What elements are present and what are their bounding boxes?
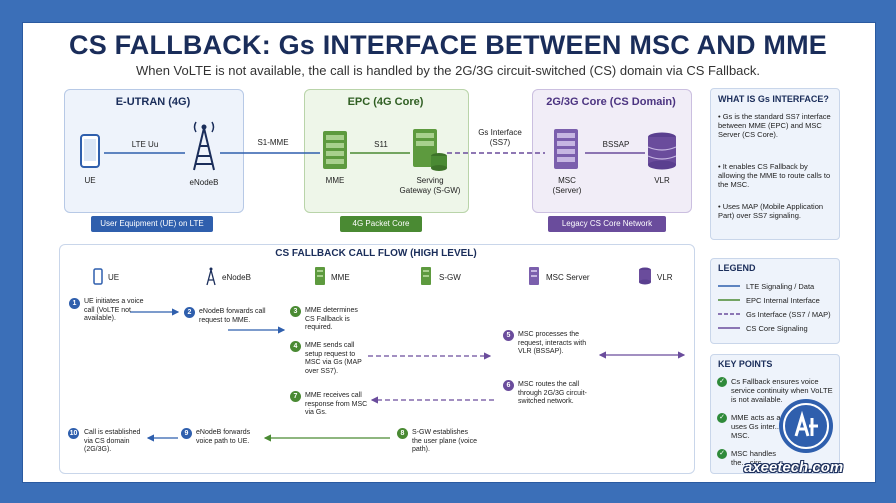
flow-msc-icon xyxy=(528,266,540,291)
step-10-badge: 10 xyxy=(68,428,79,439)
bssap-label: BSSAP xyxy=(602,140,630,149)
what-is-item-2: • It enables CS Fallback by allowing the… xyxy=(718,162,831,189)
cs-tag: Legacy CS Core Network xyxy=(548,216,666,232)
step-1-badge: 1 xyxy=(69,298,80,309)
step-6-text: MSC routes the call through 2G/3G circui… xyxy=(518,381,587,405)
key-point-1: Cs Fallback ensures voice service contin… xyxy=(731,377,833,404)
flow-col-sgw: S-GW xyxy=(439,273,461,282)
legend-item-4: CS Core Signaling xyxy=(746,324,808,333)
ue-label: UE xyxy=(84,176,96,185)
enodeb-label: eNodeB xyxy=(189,178,219,187)
gs-interface-label-2: (SS7) xyxy=(489,138,511,147)
eutran-tag: User Equipment (UE) on LTE xyxy=(91,216,213,232)
key-points-title: KEY POINTS xyxy=(718,359,773,369)
page-subtitle: When VoLTE is not available, the call is… xyxy=(135,63,761,78)
msc-label-1: MSC xyxy=(558,176,576,185)
step-7-badge: 7 xyxy=(290,391,301,402)
flow-col-ue: UE xyxy=(108,273,120,282)
vlr-database-icon xyxy=(646,132,678,175)
what-is-item-3: • Uses MAP (Mobile Application Part) ove… xyxy=(718,202,824,220)
eutran-title: E-UTRAN (4G) xyxy=(115,96,191,108)
key-point-2: MME acts as a... uses Gs inter... MSC. xyxy=(731,413,787,440)
step-7-text: MME receives call response from MSC via … xyxy=(305,392,368,416)
cell-tower-icon xyxy=(188,120,220,177)
msc-server-icon xyxy=(553,128,579,175)
legend-panel xyxy=(710,258,840,344)
flow-col-msc: MSC Server xyxy=(546,273,590,282)
flow-vlr-icon xyxy=(638,267,652,290)
legend-title: LEGEND xyxy=(718,263,756,273)
sgw-label-2: Gateway (S-GW) xyxy=(399,186,461,195)
what-is-gs-panel xyxy=(710,88,840,240)
call-flow-panel xyxy=(59,244,695,474)
flow-col-mme: MME xyxy=(331,273,350,282)
legend-item-3: Gs Interface (SS7 / MAP) xyxy=(746,310,831,319)
legend-item-1: LTE Signaling / Data xyxy=(746,282,815,291)
step-8-text: S-GW establishes the user plane (voice p… xyxy=(412,429,477,453)
step-3-badge: 3 xyxy=(290,306,301,317)
step-2-text: eNodeB forwards call request to MME. xyxy=(199,308,266,324)
step-9-badge: 9 xyxy=(181,428,192,439)
flow-mme-icon xyxy=(314,266,326,291)
msc-label-2: (Server) xyxy=(552,186,582,195)
flow-col-enodeb: eNodeB xyxy=(222,273,251,282)
ue-phone-icon xyxy=(80,134,100,173)
call-flow-title: CS FALLBACK CALL FLOW (HIGH LEVEL) xyxy=(275,248,477,259)
what-is-item-1: • Gs is the standard SS7 interface betwe… xyxy=(718,112,831,139)
flow-ue-icon xyxy=(93,268,103,290)
epc-title: EPC (4G Core) xyxy=(347,96,424,108)
what-is-gs-title: WHAT IS Gs INTERFACE? xyxy=(718,94,829,104)
check-icon: ✓ xyxy=(717,413,727,423)
flow-sgw-icon xyxy=(420,266,434,291)
gs-interface-label-1: Gs Interface xyxy=(478,128,522,137)
step-5-badge: 5 xyxy=(503,330,514,341)
s1-mme-label: S1-MME xyxy=(257,138,289,147)
step-10-text: Call is established via CS domain (2G/3G… xyxy=(84,429,141,453)
flow-col-vlr: VLR xyxy=(657,273,673,282)
key-point-3: MSC handles the... circ... xyxy=(731,449,777,467)
mme-label: MME xyxy=(325,176,345,185)
mme-server-icon xyxy=(322,130,348,175)
legend-swatches xyxy=(718,285,740,329)
page-title: CS FALLBACK: Gs INTERFACE BETWEEN MSC AN… xyxy=(69,30,827,60)
step-9-text: eNodeB forwards voice path to UE. xyxy=(196,429,251,445)
step-8-badge: 8 xyxy=(397,428,408,439)
step-6-badge: 6 xyxy=(503,380,514,391)
watermark-logo xyxy=(778,398,834,459)
epc-tag: 4G Packet Core xyxy=(340,216,422,232)
cs-title: 2G/3G Core (CS Domain) xyxy=(546,96,676,108)
lte-uu-label: LTE Uu xyxy=(131,140,159,149)
s11-label: S11 xyxy=(374,140,388,149)
step-2-badge: 2 xyxy=(184,307,195,318)
step-3-text: MME determines CS Fallback is required. xyxy=(305,307,358,331)
step-1-text: UE initiates a voice call (VoLTE not ava… xyxy=(84,298,144,322)
sgw-label-1: Serving xyxy=(416,176,444,185)
check-icon: ✓ xyxy=(717,449,727,459)
sgw-server-icon xyxy=(412,128,448,177)
step-4-badge: 4 xyxy=(290,341,301,352)
step-4-text: MME sends call setup request to MSC via … xyxy=(305,342,362,375)
watermark-text: axeetech.com xyxy=(744,459,844,476)
vlr-label: VLR xyxy=(654,176,670,185)
check-icon: ✓ xyxy=(717,377,727,387)
step-5-text: MSC processes the request, interacts wit… xyxy=(518,331,587,355)
flow-enodeb-icon xyxy=(205,266,217,291)
legend-item-2: EPC Internal Interface xyxy=(746,296,820,305)
